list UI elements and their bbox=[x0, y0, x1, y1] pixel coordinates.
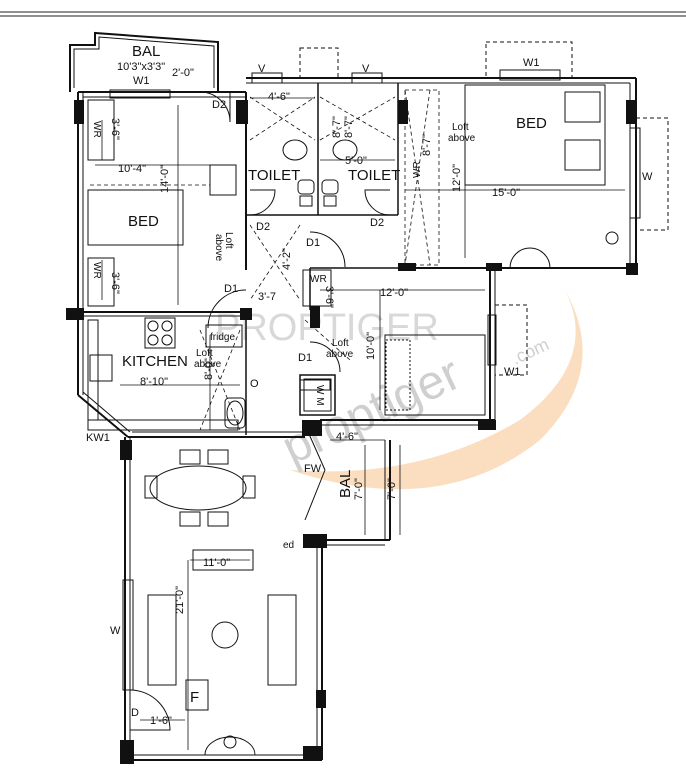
coffee-table bbox=[211, 621, 239, 649]
toilet-dim-b: 8'-7" bbox=[343, 116, 355, 138]
page-border bbox=[0, 11, 686, 17]
bed-mid-width: 12'-0" bbox=[380, 287, 408, 299]
door-d2-left: D2 bbox=[256, 221, 270, 233]
bed-left-name: BED bbox=[128, 213, 159, 230]
fridge-box bbox=[205, 324, 243, 348]
wr-bottom-dim: 3'-6" bbox=[109, 272, 121, 294]
doors bbox=[129, 91, 391, 731]
bal-side-length-2: 7'-0" bbox=[386, 478, 398, 500]
bed-right-length: 12'-0" bbox=[451, 164, 463, 192]
bal-side-name: BAL bbox=[337, 470, 354, 498]
door-d2-right: D2 bbox=[370, 217, 384, 229]
vent-right: V bbox=[362, 63, 370, 75]
living-door: D bbox=[131, 707, 139, 719]
loft-kitchen-above: above bbox=[194, 359, 222, 370]
bed-right-width: 15'-0" bbox=[492, 187, 520, 199]
living-window: W bbox=[110, 625, 121, 637]
watermark: PROPTIGER proptiger .com bbox=[215, 290, 583, 490]
loft-mid-above: above bbox=[326, 349, 354, 360]
toilet2-name: TOILET bbox=[348, 167, 400, 184]
living-width: 11'-0" bbox=[203, 557, 230, 569]
bed-left-length: 14'-0" bbox=[159, 165, 171, 193]
living-length: 21'-0" bbox=[174, 586, 186, 614]
o-label: O bbox=[250, 378, 259, 390]
toilet2-dim: 5'-0" bbox=[345, 155, 367, 167]
bed-left-width: 10'-4" bbox=[118, 163, 146, 175]
walls bbox=[69, 31, 637, 761]
loft-mid: Loft bbox=[332, 338, 349, 349]
sofa-left bbox=[147, 594, 177, 686]
pillow-icon bbox=[564, 91, 601, 123]
kitchen-name: KITCHEN bbox=[122, 353, 188, 370]
door-d2-top: D2 bbox=[212, 99, 226, 111]
toilet1-name: TOILET bbox=[248, 167, 300, 184]
wr-right: WR bbox=[412, 161, 423, 178]
sofa-right bbox=[267, 594, 297, 686]
fridge-label: fridge bbox=[210, 332, 235, 343]
dining-table bbox=[149, 465, 247, 511]
door-d1-c: D1 bbox=[298, 352, 312, 364]
tv-unit bbox=[192, 549, 254, 571]
door-d1-b: D1 bbox=[224, 283, 238, 295]
bed-right-window: W1 bbox=[523, 57, 540, 69]
loft-kitchen: Loft bbox=[196, 348, 213, 359]
passage-dim: 4'-2" bbox=[281, 248, 293, 270]
bed-mid-window: W1 bbox=[504, 366, 521, 378]
f-box bbox=[185, 679, 209, 711]
bal-top-dim: 2'-0" bbox=[172, 67, 194, 79]
living-door-width: 1'-6" bbox=[150, 715, 172, 727]
wr-mid: WR bbox=[310, 274, 327, 285]
kitchen-length: 8'-0" bbox=[203, 358, 215, 380]
bed-right-dim-a: 8'-7" bbox=[421, 134, 433, 156]
toilet1-dim: 4'-6" bbox=[268, 91, 290, 103]
kitchen-window: KW1 bbox=[86, 432, 110, 444]
vent-left: V bbox=[258, 63, 266, 75]
bal-top-window: W1 bbox=[133, 75, 150, 87]
bed-mid-length: 10'-0" bbox=[365, 332, 377, 360]
bal-side-length: 7'-0" bbox=[353, 478, 365, 500]
room-labels: BAL 10'3"x3'3" W1 2'-0" D2 V V W1 WR 3'-… bbox=[86, 43, 653, 727]
watermark-text: PROPTIGER bbox=[215, 307, 439, 349]
passage-width: 3'-7 bbox=[258, 291, 276, 303]
bed-right-frame bbox=[464, 84, 606, 186]
toilet-icon bbox=[282, 139, 308, 161]
loft-right-above: above bbox=[448, 133, 476, 144]
bal-top-size: 10'3"x3'3" bbox=[117, 61, 165, 73]
living-f-label: F bbox=[190, 689, 199, 706]
watermark-domain: .com bbox=[508, 334, 552, 369]
bal-side-width: 4'-6" bbox=[336, 431, 358, 443]
wash-label: W M bbox=[314, 385, 325, 406]
windows bbox=[109, 41, 669, 691]
toilet-dim-a: 8'-7" bbox=[331, 116, 343, 138]
wr-top-dim: 3'-6" bbox=[109, 118, 121, 140]
loft-left: Loft bbox=[223, 232, 234, 249]
door-d1-a: D1 bbox=[306, 237, 320, 249]
columns bbox=[66, 100, 638, 764]
bed-mid-frame bbox=[384, 334, 486, 416]
wr-mid-dim: 3'-6" bbox=[323, 286, 335, 308]
fw-label: FW bbox=[304, 463, 322, 475]
kitchen-width: 8'-10" bbox=[140, 376, 168, 388]
ed-label: ed bbox=[283, 540, 294, 551]
toilet-icon bbox=[332, 139, 358, 161]
wr-bottom: WR bbox=[91, 262, 102, 279]
sink-icon bbox=[89, 354, 113, 382]
stove-icon bbox=[144, 317, 176, 349]
furniture bbox=[87, 84, 619, 756]
loft-left-above: above bbox=[213, 234, 224, 262]
bed-right-side-window: W bbox=[642, 171, 653, 183]
wr-top: WR bbox=[91, 121, 102, 138]
bed-right-name: BED bbox=[516, 115, 547, 132]
loft-right: Loft bbox=[452, 122, 469, 133]
bal-top-name: BAL bbox=[132, 43, 160, 60]
